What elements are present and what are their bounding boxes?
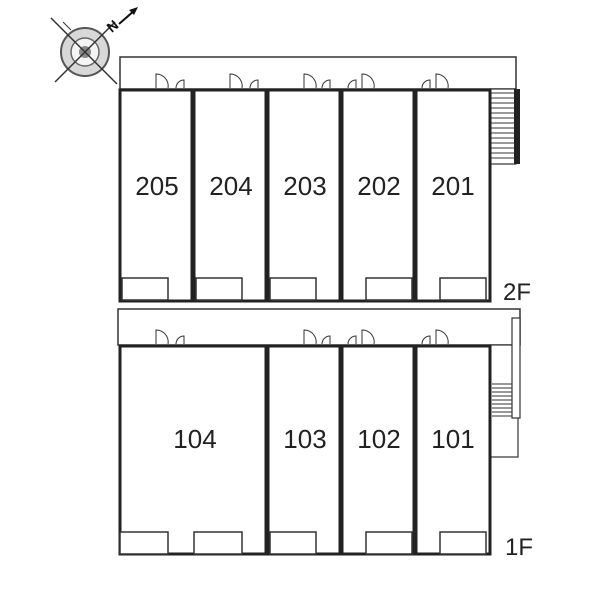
compass-north-label: N <box>103 17 121 36</box>
unit-label-104: 104 <box>173 424 216 454</box>
unit-label-103: 103 <box>283 424 326 454</box>
unit-label-201: 201 <box>431 171 474 201</box>
balcony-103 <box>269 531 317 555</box>
unit-203 <box>266 88 342 303</box>
unit-201 <box>414 88 492 303</box>
compass-icon: N <box>50 7 138 85</box>
balcony-203 <box>269 277 317 301</box>
balcony-104-a <box>119 531 169 555</box>
balcony-101 <box>439 531 487 555</box>
balcony-202 <box>365 277 413 301</box>
floor-label-2f: 2F <box>503 279 531 306</box>
balcony-204 <box>195 277 243 301</box>
corridor-1f <box>117 308 521 346</box>
unit-label-101: 101 <box>431 424 474 454</box>
unit-104 <box>118 344 268 556</box>
unit-204 <box>192 88 268 303</box>
balcony-205 <box>121 277 169 301</box>
floor-2f: 205 204 203 202 201 2F <box>118 56 531 306</box>
unit-label-202: 202 <box>357 171 400 201</box>
corridor-2f <box>119 56 517 90</box>
stairs-2f <box>489 88 520 165</box>
unit-label-205: 205 <box>135 171 178 201</box>
unit-202 <box>340 88 416 303</box>
stairs-1f <box>489 317 521 458</box>
door-icons-2f <box>155 73 449 89</box>
balcony-201 <box>439 277 487 301</box>
unit-label-203: 203 <box>283 171 326 201</box>
unit-205 <box>118 88 194 303</box>
floor-label-1f: 1F <box>505 534 533 561</box>
unit-label-102: 102 <box>357 424 400 454</box>
unit-label-204: 204 <box>209 171 252 201</box>
door-icons-1f <box>155 329 449 345</box>
floor-1f: 104 103 102 101 1F <box>117 308 533 561</box>
balcony-104-b <box>193 531 243 555</box>
balcony-102 <box>365 531 413 555</box>
